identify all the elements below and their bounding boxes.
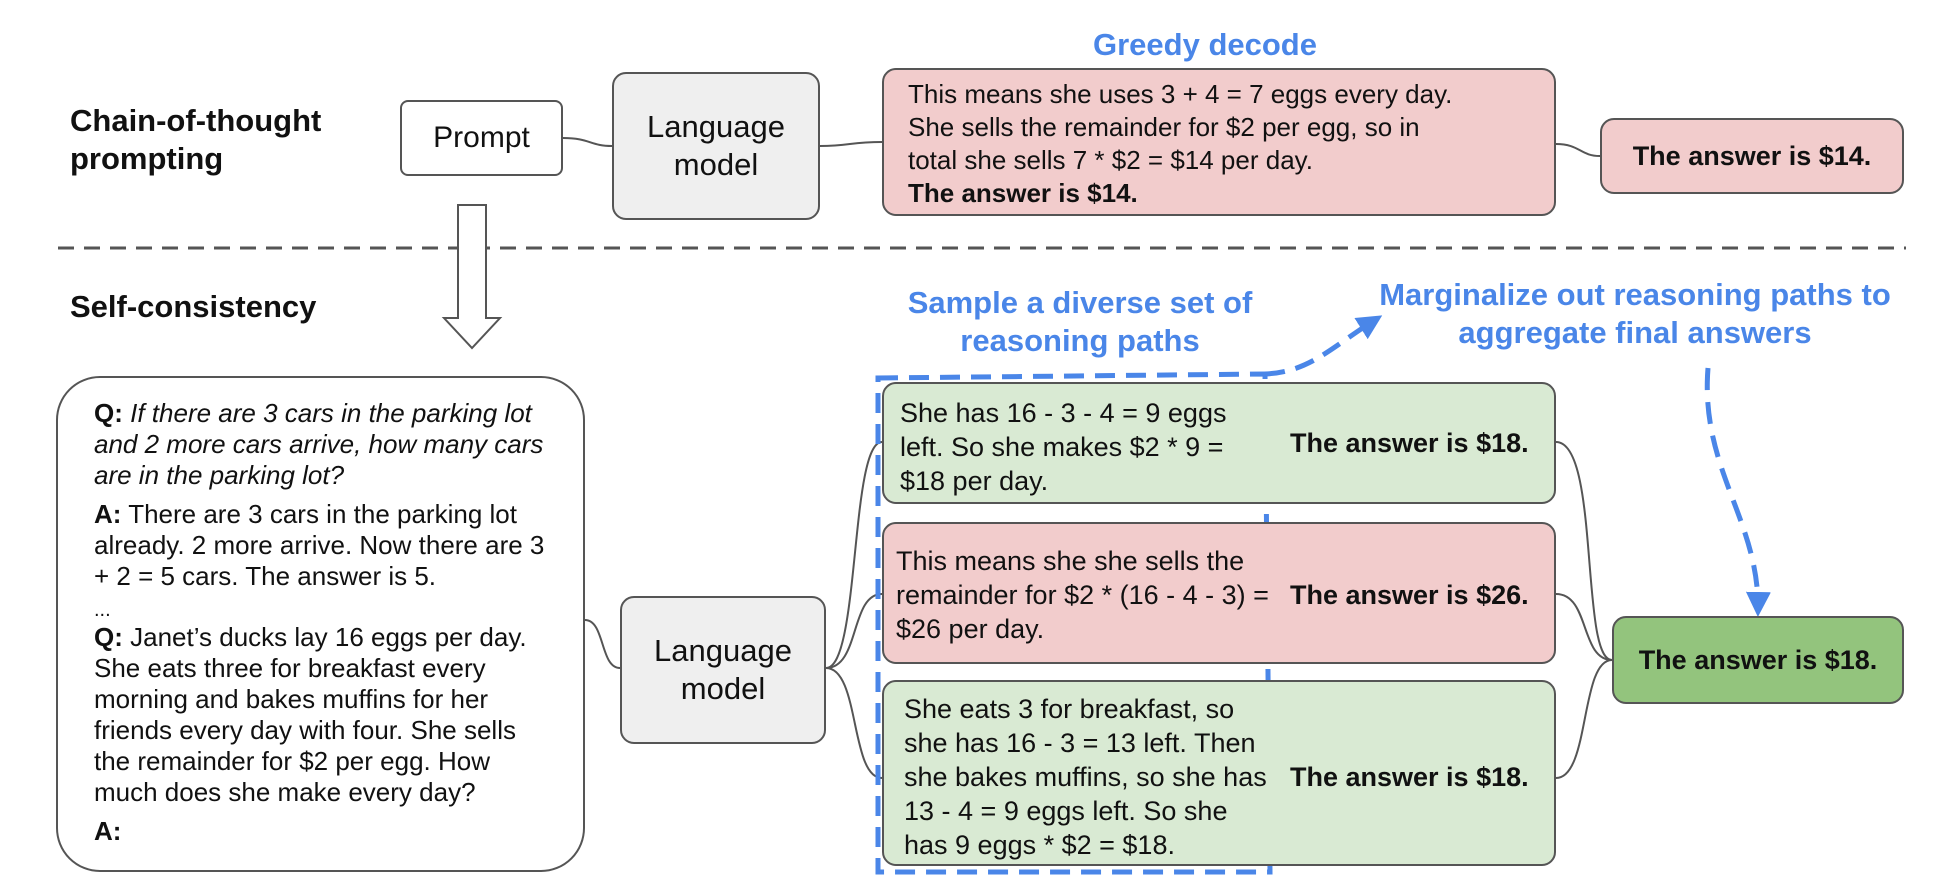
prompt-label: Prompt [433, 121, 530, 154]
connector-path3-final [1555, 659, 1613, 779]
greedy-line-1: This means she uses 3 + 4 = 7 eggs every… [908, 79, 1453, 109]
reasoning-path-1-text: She has 16 - 3 - 4 = 9 eggs left. So she… [900, 398, 1227, 496]
reasoning-path-1-answer: The answer is $18. [1290, 428, 1529, 458]
connector-lm-greedy [819, 141, 883, 147]
language-model-label-bottom: Language model [654, 633, 792, 706]
reasoning-selection-outline [875, 371, 1273, 875]
reasoning-path-2: This means she she sells the remainder f… [882, 522, 1556, 664]
question-2: Q: Janet’s ducks lay 16 eggs per day. Sh… [94, 622, 527, 807]
connector-prompt-lm [562, 137, 613, 147]
marginalize-title: Marginalize out reasoning paths to aggre… [1379, 277, 1891, 350]
greedy-line-3: total she sells 7 * $2 = $14 per day. [908, 145, 1313, 175]
language-model-label: Language model [647, 109, 785, 182]
sample-paths-title: Sample a diverse set of reasoning paths [907, 285, 1253, 358]
marginalize-curve-arrow [1264, 315, 1383, 377]
greedy-final-answer: The answer is $14. [1632, 141, 1872, 171]
connector-question-lm [584, 619, 621, 669]
greedy-decode-title: Greedy decode [1093, 27, 1317, 62]
reasoning-path-1: She has 16 - 3 - 4 = 9 eggs left. So she… [882, 382, 1556, 504]
cot-label: Chain-of-thought prompting [70, 103, 322, 176]
language-model-box-bottom: Language model [620, 596, 826, 744]
greedy-final-answer-box: The answer is $14. [1600, 118, 1904, 194]
ellipsis: ... [94, 599, 111, 621]
question-box: Q: If there are 3 cars in the parking lo… [56, 376, 585, 872]
answer-1: A: There are 3 cars in the parking lot a… [94, 499, 545, 591]
reasoning-path-2-answer: The answer is $26. [1290, 580, 1529, 610]
connector-lm-path1 [825, 441, 883, 669]
connector-lm-path2 [825, 593, 883, 669]
language-model-box-top: Language model [612, 72, 820, 220]
question-1: Q: If there are 3 cars in the parking lo… [94, 398, 544, 490]
connector-path2-final [1555, 593, 1613, 661]
reasoning-path-3-answer: The answer is $18. [1290, 762, 1529, 792]
self-consistency-label: Self-consistency [70, 289, 317, 324]
greedy-decode-box: This means she uses 3 + 4 = 7 eggs every… [882, 68, 1556, 216]
answer-2-prompt: A: [94, 816, 122, 846]
reasoning-path-3: She eats 3 for breakfast, so she has 16 … [882, 680, 1556, 866]
marginalize-down-arrow [1704, 367, 1771, 617]
connector-greedy-answer [1555, 143, 1601, 157]
connector-lm-path3 [825, 667, 883, 779]
connector-path1-final [1555, 441, 1613, 661]
aggregated-answer: The answer is $18. [1638, 645, 1878, 675]
reasoning-path-3-text: She eats 3 for breakfast, so she has 16 … [904, 694, 1267, 860]
prompt-box: Prompt [400, 100, 563, 176]
greedy-line-2: She sells the remainder for $2 per egg, … [908, 112, 1420, 142]
hollow-down-arrow [441, 204, 503, 350]
aggregated-answer-box: The answer is $18. [1612, 616, 1904, 704]
reasoning-path-2-text: This means she she sells the remainder f… [896, 546, 1269, 644]
greedy-answer: The answer is $14. [908, 178, 1138, 208]
